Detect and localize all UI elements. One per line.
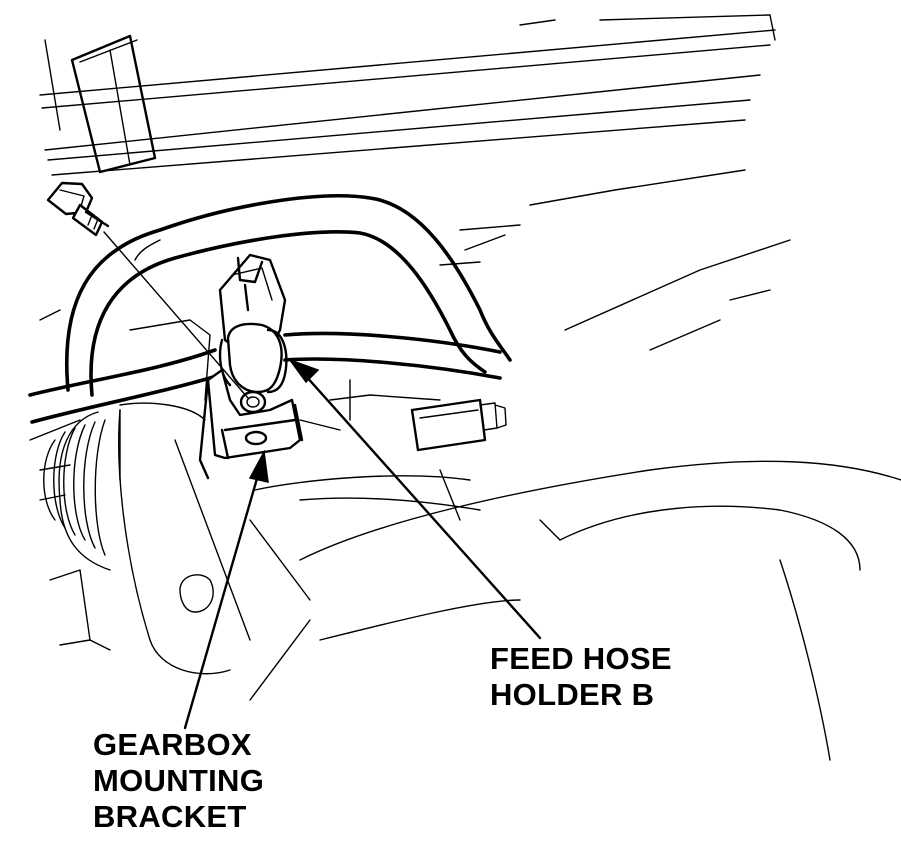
feed-hose-holder-label: FEED HOSE HOLDER B <box>490 641 672 713</box>
connector-box <box>410 398 507 452</box>
return-line <box>28 331 502 441</box>
gearbox-boot <box>43 419 106 556</box>
gearbox-bracket-label-line-3: BRACKET <box>93 799 247 834</box>
gearbox-bracket-label-line-1: GEARBOX <box>93 727 252 762</box>
right-body-lines <box>439 169 791 351</box>
feed-hose-holder-label-line-1: FEED HOSE <box>490 641 672 676</box>
upper-body-panel <box>39 14 776 176</box>
feed-hose-holder-label-line-2: HOLDER B <box>490 677 655 712</box>
gearbox-bracket-label: GEARBOX MOUNTING BRACKET <box>93 727 264 835</box>
feed-hose <box>65 194 512 397</box>
gearbox-bracket-label-line-2: MOUNTING <box>93 763 265 798</box>
lower-right-body <box>249 460 901 761</box>
mounting-bolt <box>46 181 249 399</box>
callout-arrow-feed-hose <box>287 358 542 640</box>
gearbox-mounting-bracket <box>198 368 304 480</box>
upper-clip-block <box>70 34 157 174</box>
callout-arrow-gearbox-bracket <box>183 449 269 730</box>
feed-hose-holder-b <box>218 253 288 394</box>
